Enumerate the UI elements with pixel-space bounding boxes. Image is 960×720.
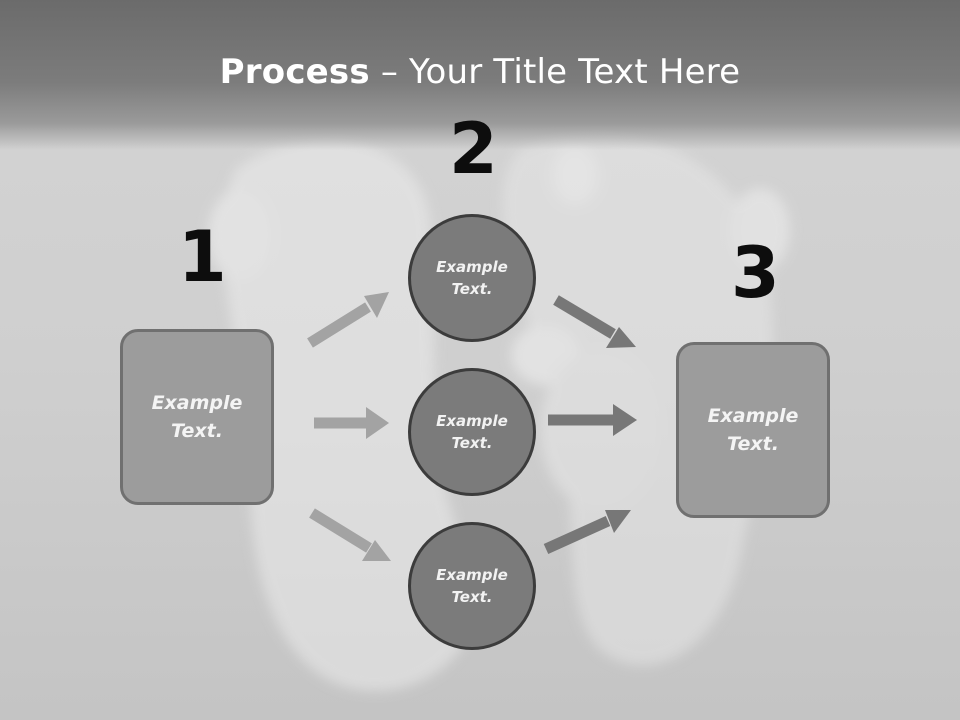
arrow-left-to-middle	[314, 407, 389, 439]
step-1-box: Example Text.	[120, 329, 274, 505]
arrow-left-to-bottom	[309, 508, 391, 561]
step-3-text: Example Text.	[707, 404, 799, 456]
arrow-top-to-right	[553, 295, 636, 348]
circle-top-text: Example Text.	[436, 257, 508, 299]
step-2-circle-top: Example Text.	[408, 214, 536, 342]
step-number-2: 2	[449, 108, 498, 190]
title-rest: Your Title Text Here	[409, 52, 741, 92]
step-2-circle-bottom: Example Text.	[408, 522, 536, 650]
circle-middle-text: Example Text.	[436, 411, 508, 453]
slide-title: Process – Your Title Text Here	[0, 52, 960, 92]
title-separator: –	[369, 52, 410, 92]
title-bar	[0, 0, 960, 150]
title-strong: Process	[219, 52, 370, 92]
step-2-circle-middle: Example Text.	[408, 368, 536, 496]
arrow-bottom-to-right	[543, 510, 631, 555]
step-number-3: 3	[731, 232, 780, 314]
arrow-middle-to-right	[548, 404, 637, 436]
step-number-1: 1	[178, 216, 227, 298]
step-3-box: Example Text.	[676, 342, 830, 518]
step-1-text: Example Text.	[151, 391, 243, 443]
arrow-left-to-top	[307, 292, 389, 348]
circle-bottom-text: Example Text.	[436, 565, 508, 607]
